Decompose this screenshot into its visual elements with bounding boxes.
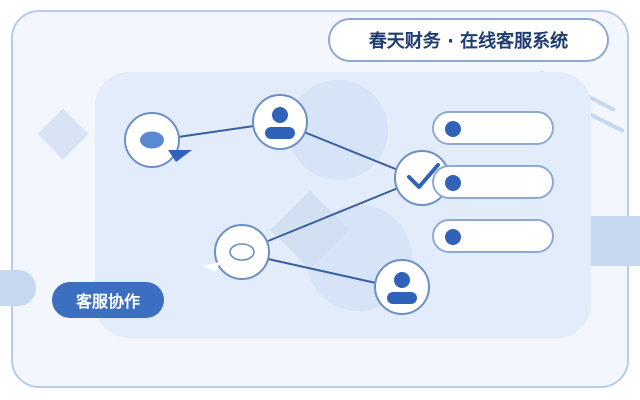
connector-line <box>177 125 255 138</box>
chat-bubble-icon <box>124 112 192 168</box>
list-item <box>432 165 554 199</box>
chat-bubble-outline-icon <box>202 224 270 280</box>
agent-icon <box>252 94 308 150</box>
collaboration-label: 客服协作 <box>52 282 164 318</box>
connector-line <box>267 258 377 284</box>
list-item <box>432 111 554 145</box>
connector-line <box>267 187 399 242</box>
bullet-dot-icon <box>445 175 461 191</box>
bullet-dot-icon <box>445 121 461 137</box>
agent-icon <box>374 259 430 315</box>
system-title: 春天财务 · 在线客服系统 <box>328 18 609 62</box>
bullet-dot-icon <box>445 229 461 245</box>
left-edge-tab <box>0 270 36 306</box>
connector-line <box>303 131 399 171</box>
connectors <box>177 125 399 284</box>
list-item <box>432 219 554 253</box>
